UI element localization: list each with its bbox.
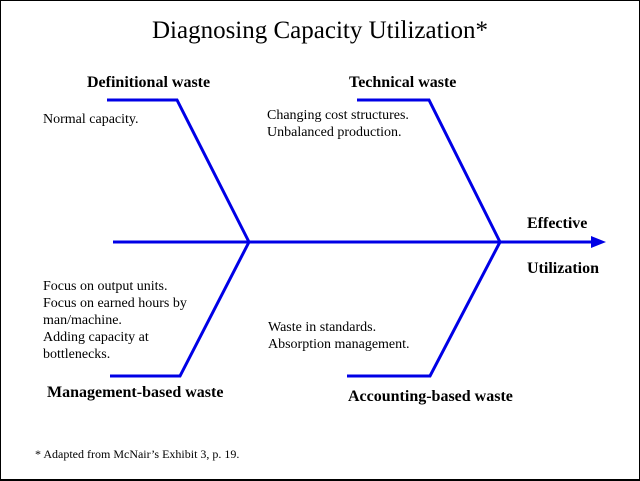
definitional-waste-label: Definitional waste — [87, 74, 211, 91]
effect-label-line1: Effective — [527, 215, 588, 232]
bone-technical — [357, 98, 502, 243]
technical-notes: Changing cost structures. Unbalanced pro… — [267, 107, 409, 141]
note-item: Changing cost structures. — [267, 108, 409, 123]
technical-waste-label: Technical waste — [349, 74, 457, 91]
note-item: Unbalanced production. — [267, 125, 402, 140]
accounting-notes: Waste in standards. Absorption managemen… — [268, 319, 410, 353]
note-item: Focus on output units. — [43, 279, 168, 294]
note-item: Absorption management. — [268, 337, 410, 352]
spine-arrowhead — [591, 236, 606, 248]
diagram-title: Diagnosing Capacity Utilization* — [151, 17, 489, 44]
bone-management — [110, 241, 251, 378]
note-item: man/machine. — [43, 313, 122, 328]
footnote: * Adapted from McNair’s Exhibit 3, p. 19… — [35, 447, 240, 461]
bone-definitional — [107, 98, 251, 243]
note-item: bottlenecks. — [43, 347, 111, 362]
management-notes: Focus on output units. Focus on earned h… — [43, 278, 187, 363]
accounting-waste-label: Accounting-based waste — [348, 388, 513, 405]
note-item: Waste in standards. — [268, 320, 377, 335]
bone-accounting — [347, 241, 502, 378]
note-item: Adding capacity at — [43, 330, 149, 345]
note-item: Normal capacity. — [43, 112, 139, 127]
note-item: Focus on earned hours by — [43, 296, 187, 311]
effect-label-line2: Utilization — [527, 260, 599, 277]
definitional-notes: Normal capacity. — [43, 111, 139, 128]
management-waste-label: Management-based waste — [47, 384, 224, 401]
